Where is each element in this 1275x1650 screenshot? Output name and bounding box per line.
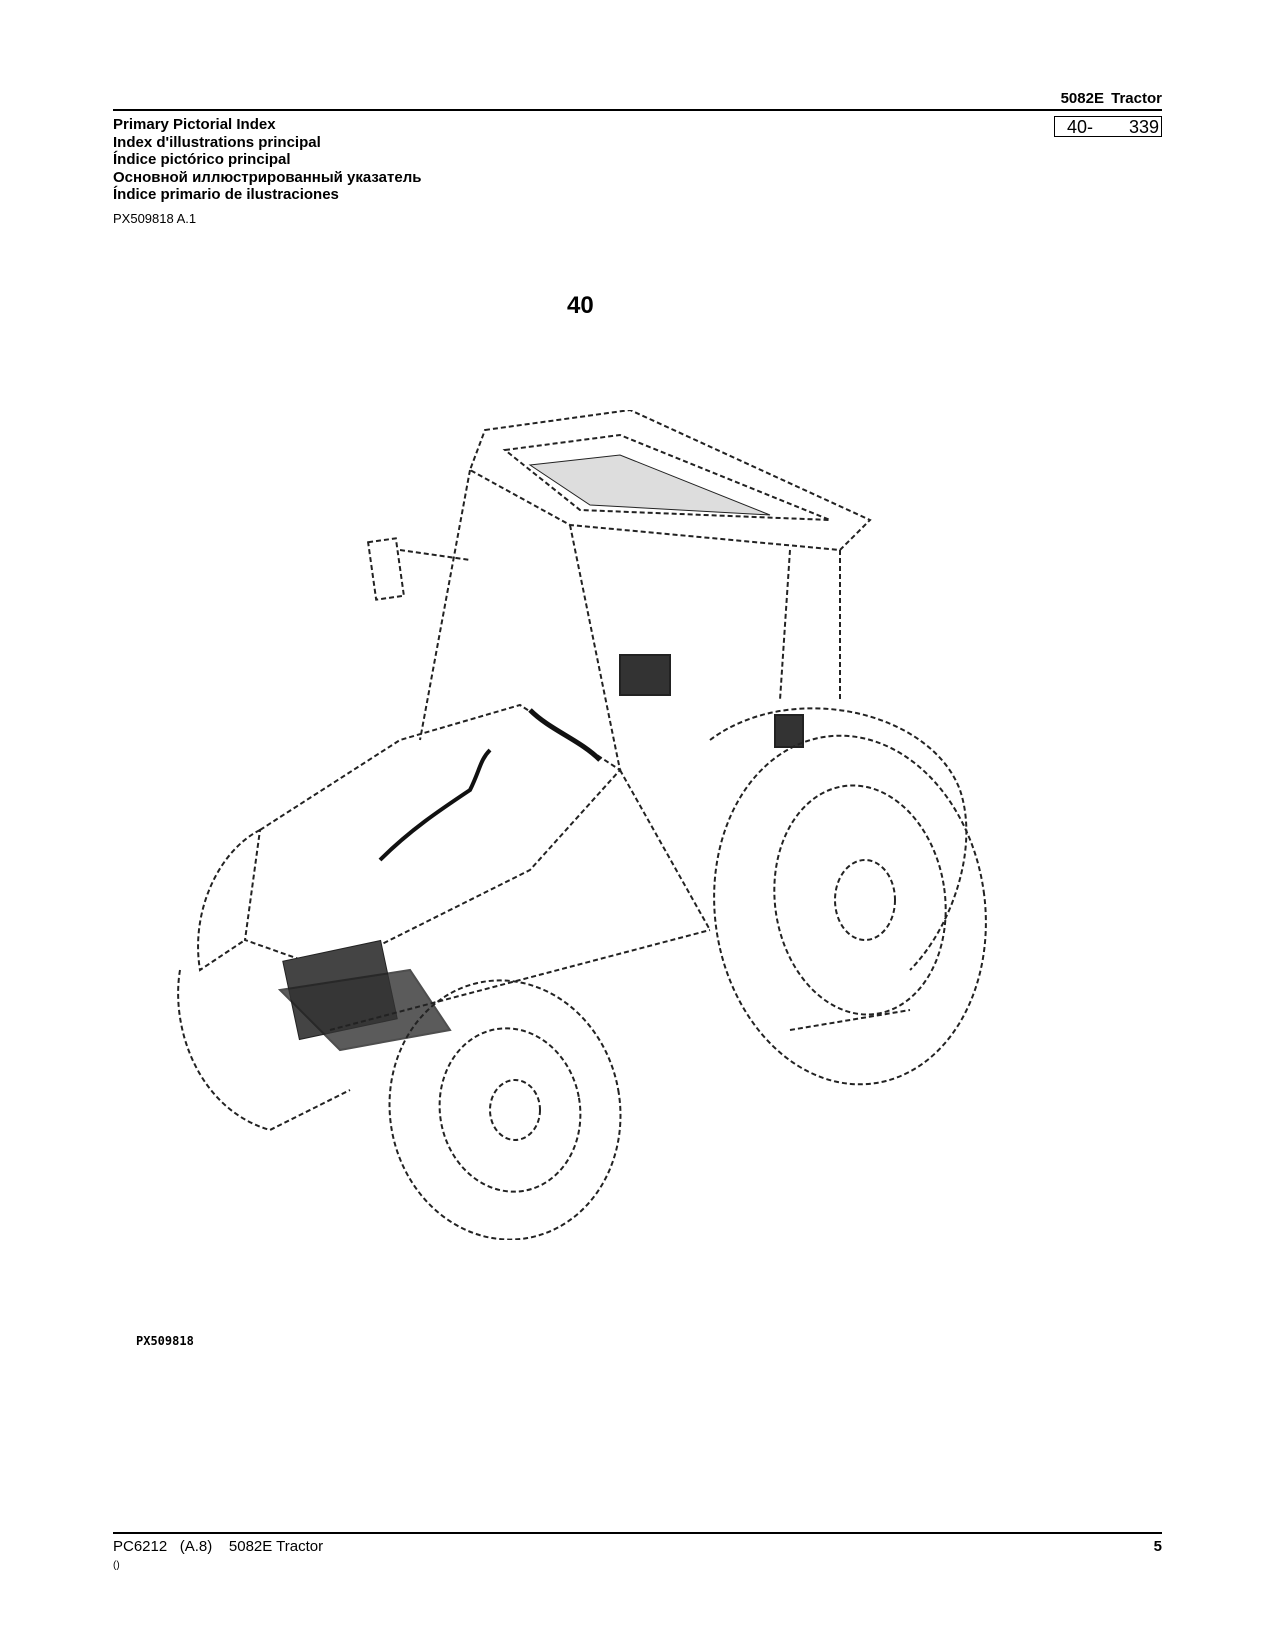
header-page-box: 40- 339 xyxy=(1054,116,1162,137)
title-es: Índice primario de ilustraciones xyxy=(113,186,339,203)
title-pt: Índice pictórico principal xyxy=(113,151,291,168)
index-titles: Primary Pictorial Index Index d'illustra… xyxy=(113,116,421,204)
header-rule xyxy=(113,109,1162,111)
footer-rule xyxy=(113,1532,1162,1534)
title-en: Primary Pictorial Index xyxy=(113,116,276,133)
header-section: 40- xyxy=(1067,117,1094,137)
figure-label: PX509818 xyxy=(136,1334,194,1348)
footer-page-number: 5 xyxy=(1153,1538,1162,1555)
reference-code: PX509818 A.1 xyxy=(113,211,197,226)
tractor-illustration xyxy=(150,410,990,1240)
title-ru: Основной иллюстрированный указатель xyxy=(113,168,422,186)
footer-catalog: PC6212 (A.8) 5082E Tractor xyxy=(113,1538,324,1555)
header-page: 339 xyxy=(1128,117,1159,137)
title-fr: Index d'illustrations principal xyxy=(113,133,321,151)
section-number: 40 xyxy=(567,292,594,319)
footer-sub: () xyxy=(113,1560,120,1571)
header-model: 5082E Tractor xyxy=(1060,90,1162,107)
